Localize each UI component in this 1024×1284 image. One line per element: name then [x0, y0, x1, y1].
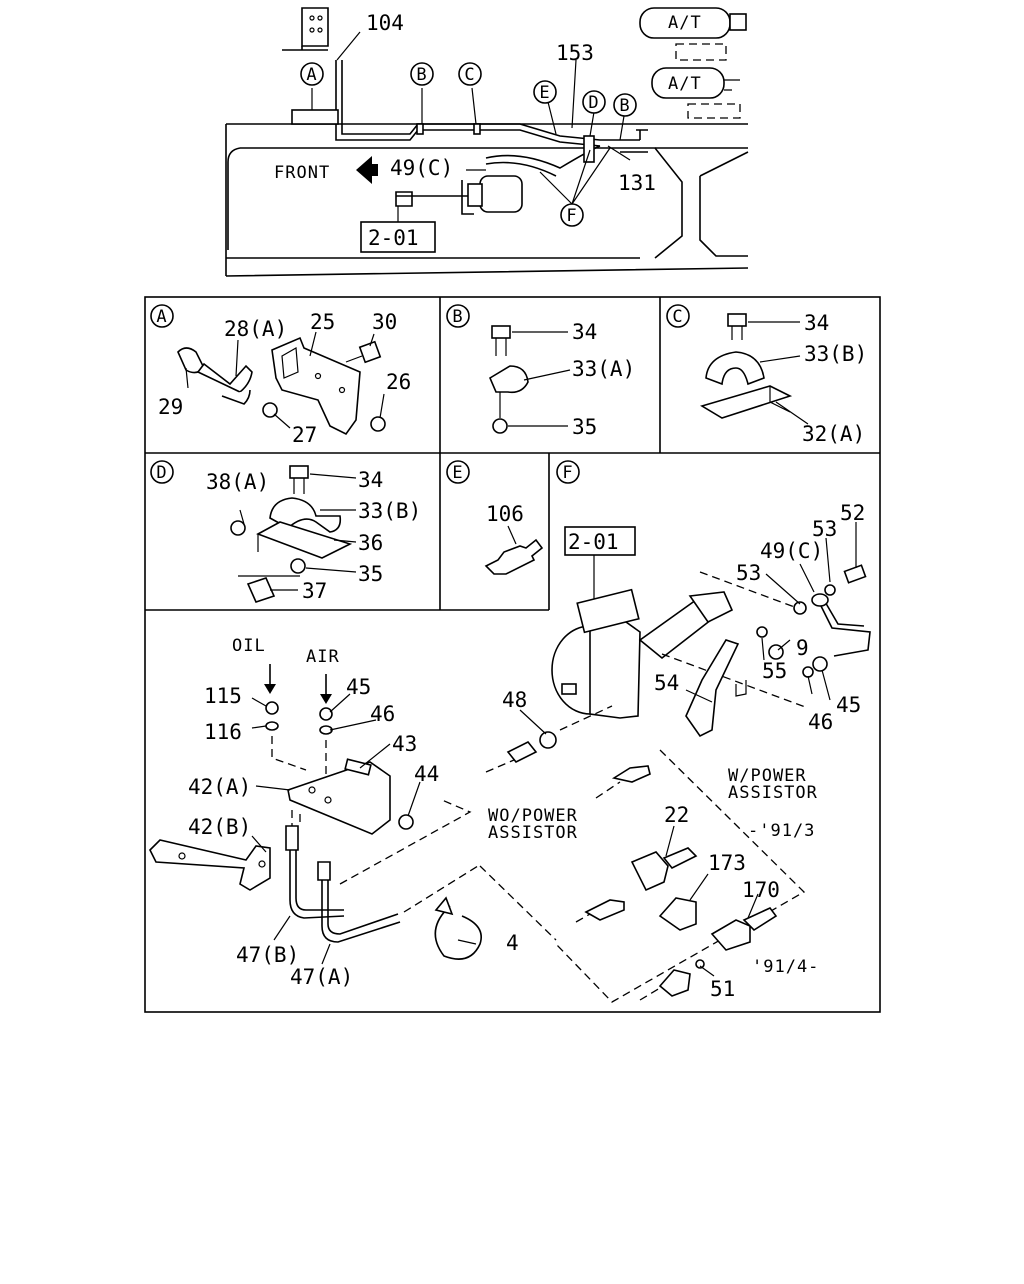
panel-callouts: A B C D E F	[150, 304, 690, 484]
label-callouts-panels-5: F	[562, 463, 573, 483]
label-labels-f51: 51	[710, 977, 735, 1001]
label-labels-p49c: 49(C)	[390, 156, 453, 180]
label-labels-oil: OIL	[232, 636, 266, 656]
label-labels-f53b: 53	[736, 561, 761, 585]
label-labels-f173: 173	[708, 851, 746, 875]
label-callouts-panels-0: A	[156, 307, 167, 327]
overview-labels: 104 153 131 49(C) FRONT 2-01 A/T A/T	[274, 11, 702, 250]
panel-b: 34 33(A) 35	[488, 320, 635, 439]
label-labels-f46b: 46	[370, 702, 395, 726]
label-labels-d33b: 33(B)	[358, 499, 421, 523]
label-labels-d36: 36	[358, 531, 383, 555]
label-labels-f49c: 49(C)	[760, 539, 823, 563]
label-labels-f53a: 53	[812, 517, 837, 541]
label-callouts-top-1: B	[416, 65, 427, 85]
label-labels-b33a: 33(A)	[572, 357, 635, 381]
label-labels-p26: 26	[386, 370, 411, 394]
label-labels-air: AIR	[306, 647, 340, 667]
label-callouts-panels-1: B	[452, 307, 463, 327]
label-labels-p27: 27	[292, 423, 317, 447]
label-labels-p131: 131	[618, 171, 656, 195]
label-labels-f22: 22	[664, 803, 689, 827]
detail-grid	[144, 296, 881, 1013]
label-labels-f54: 54	[654, 671, 679, 695]
label-callouts-panels-2: C	[672, 307, 683, 327]
label-labels-p25: 25	[310, 310, 335, 334]
label-callouts-top-2: C	[464, 65, 475, 85]
panel-a: 28(A) 25 30 29 26 27	[158, 310, 411, 447]
panel-f: 2-01 52 53 53 49(C) 9 55 54 45 46 48 OIL…	[149, 501, 871, 1003]
label-callouts-panels-4: E	[452, 463, 463, 483]
label-labels-f201: 2-01	[568, 530, 619, 554]
panel-d: 38(A) 34 33(B) 36 35 37	[206, 465, 421, 603]
ref-box-2-01-detail	[564, 526, 636, 556]
label-labels-b34: 34	[572, 320, 597, 344]
label-labels-at2: A/T	[668, 74, 702, 94]
label-labels-f44: 44	[414, 762, 439, 786]
label-labels-c32a: 32(A)	[802, 422, 865, 446]
label-labels-f48: 48	[502, 688, 527, 712]
label-labels-front: FRONT	[274, 163, 330, 183]
label-labels-d38a: 38(A)	[206, 470, 269, 494]
label-labels-c33b: 33(B)	[804, 342, 867, 366]
label-labels-f42a: 42(A)	[188, 775, 251, 799]
label-labels-d35: 35	[358, 562, 383, 586]
label-labels-f115: 115	[204, 684, 242, 708]
label-labels-d37: 37	[302, 579, 327, 603]
label-labels-f116: 116	[204, 720, 242, 744]
label-labels-wpower1: W/POWER	[728, 766, 807, 786]
label-callouts-top-4: D	[588, 93, 599, 113]
label-labels-wopower1: WO/POWER	[488, 806, 578, 826]
panel-c: 34 33(B) 32(A)	[700, 311, 867, 446]
label-labels-f55: 55	[762, 659, 787, 683]
label-labels-date1: -'91/3	[748, 821, 815, 841]
overview-drawing	[225, 7, 749, 277]
label-labels-p104: 104	[366, 11, 404, 35]
label-labels-f46a: 46	[808, 710, 833, 734]
label-labels-date2: '91/4-	[752, 957, 819, 977]
label-labels-p30: 30	[372, 310, 397, 334]
label-labels-d34: 34	[358, 468, 383, 492]
ref-box-2-01	[360, 221, 436, 253]
label-labels-f4: 4	[506, 931, 519, 955]
label-labels-wpower2: ASSISTOR	[728, 783, 818, 803]
label-callouts-top-6: F	[566, 206, 577, 226]
label-labels-wopower2: ASSISTOR	[488, 823, 578, 843]
label-labels-f9: 9	[796, 636, 809, 660]
label-labels-f42b: 42(B)	[188, 815, 251, 839]
label-callouts-panels-3: D	[156, 463, 167, 483]
label-labels-at1: A/T	[668, 13, 702, 33]
overview-callouts: A B C E D B F	[300, 62, 637, 227]
label-labels-f170: 170	[742, 878, 780, 902]
label-callouts-top-0: A	[306, 65, 317, 85]
label-labels-p29: 29	[158, 395, 183, 419]
label-labels-p153: 153	[556, 41, 594, 65]
label-labels-e106: 106	[486, 502, 524, 526]
label-labels-f47b: 47(B)	[236, 943, 299, 967]
label-labels-f47a: 47(A)	[290, 965, 353, 989]
label-labels-p28a: 28(A)	[224, 317, 287, 341]
label-labels-f43: 43	[392, 732, 417, 756]
label-labels-b35: 35	[572, 415, 597, 439]
label-labels-f52: 52	[840, 501, 865, 525]
label-labels-f45a: 45	[836, 693, 861, 717]
label-callouts-top-3: E	[539, 83, 550, 103]
panel-e: 106	[484, 502, 544, 575]
label-labels-c34: 34	[804, 311, 829, 335]
label-labels-f45b: 45	[346, 675, 371, 699]
label-labels-ref201: 2-01	[368, 226, 419, 250]
label-callouts-top-5: B	[619, 96, 630, 116]
